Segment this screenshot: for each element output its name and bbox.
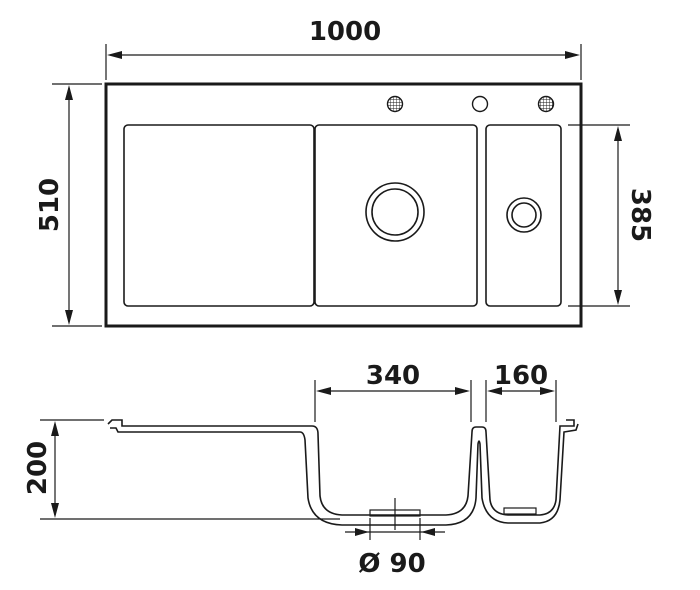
sink-profile-inner xyxy=(110,423,579,526)
main-drain-icon xyxy=(365,182,425,242)
small-drain-outlet-icon xyxy=(503,507,537,515)
small-bowl xyxy=(485,124,562,307)
small-drain-icon xyxy=(506,197,542,233)
small-bowl-width-dimension: 160 xyxy=(485,361,557,422)
height-dimension: 510 xyxy=(35,83,102,327)
tap-hole-icon xyxy=(537,95,555,113)
depth-label: 200 xyxy=(23,441,53,495)
bowl-width-label: 340 xyxy=(366,361,420,391)
drain-diameter-dimension: Ø 90 xyxy=(345,518,445,579)
depth-dimension: 200 xyxy=(23,419,340,520)
height-label: 510 xyxy=(35,178,65,232)
small-bowl-width-label: 160 xyxy=(494,361,548,391)
main-bowl xyxy=(314,124,478,307)
width-label: 1000 xyxy=(309,17,381,47)
drain-outlet-icon xyxy=(369,498,421,530)
bowl-width-dimension: 340 xyxy=(314,361,472,422)
bowl-height-label: 385 xyxy=(625,188,655,242)
overflow-hole-icon xyxy=(471,95,489,113)
top-view: 1000 510 385 xyxy=(35,17,655,328)
sink-profile-outer xyxy=(107,419,575,516)
drainer-area xyxy=(123,124,315,307)
bowl-height-dimension: 385 xyxy=(568,124,655,307)
width-dimension: 1000 xyxy=(105,17,582,80)
section-view: 340 160 200 Ø 9 xyxy=(23,361,579,579)
drain-diameter-label: Ø 90 xyxy=(358,549,425,579)
tap-hole-icon xyxy=(386,95,404,113)
sink-outline xyxy=(104,82,583,328)
